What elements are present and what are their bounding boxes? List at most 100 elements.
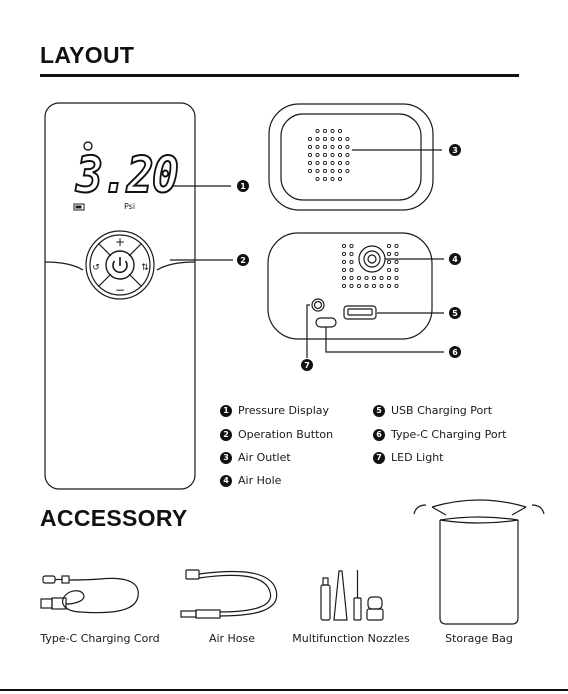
vent-dot — [338, 137, 341, 140]
caption-air-hose: Air Hose — [192, 632, 272, 645]
vent-dot — [342, 260, 345, 263]
vent-dot — [395, 276, 398, 279]
legend-label: Pressure Display — [238, 404, 329, 417]
vent-dot — [387, 260, 390, 263]
vent-dot — [308, 153, 311, 156]
vent-dot — [342, 244, 345, 247]
vent-dot — [346, 153, 349, 156]
vent-dot — [357, 276, 360, 279]
caption-nozzles: Multifunction Nozzles — [288, 632, 414, 645]
callout-badge-5: 5 — [449, 307, 461, 319]
vent-dot — [331, 137, 334, 140]
vent-dot — [387, 252, 390, 255]
vent-dot — [323, 161, 326, 164]
vent-dot — [331, 169, 334, 172]
legend-label: LED Light — [391, 451, 444, 464]
vent-dot — [323, 129, 326, 132]
caption-storage-bag: Storage Bag — [436, 632, 522, 645]
vent-dot — [357, 284, 360, 287]
up-arrow-icon: + — [115, 235, 125, 249]
vent-dot — [316, 145, 319, 148]
callout-number: 1 — [240, 182, 246, 191]
vent-dot — [346, 137, 349, 140]
vent-dot — [346, 169, 349, 172]
vent-dot — [350, 260, 353, 263]
vent-dot — [387, 284, 390, 287]
vent-dot — [387, 276, 390, 279]
vent-dot — [365, 276, 368, 279]
nozzles-icon — [321, 570, 383, 620]
vent-dot — [308, 137, 311, 140]
legend-item-6: 6 Type-C Charging Port — [373, 428, 506, 441]
vent-dot — [338, 177, 341, 180]
vent-dot — [331, 161, 334, 164]
vent-dot — [331, 145, 334, 148]
vent-dot — [342, 268, 345, 271]
callout-number: 5 — [452, 309, 458, 318]
vent-dot — [395, 284, 398, 287]
callout-badge-2: 2 — [237, 254, 249, 266]
legend-number: 2 — [220, 429, 232, 441]
vent-dot — [323, 145, 326, 148]
callout-badge-1: 1 — [237, 180, 249, 192]
air-hose-icon — [181, 570, 277, 618]
vent-dot — [308, 145, 311, 148]
callout-number: 2 — [240, 256, 246, 265]
legend-item-1: 1 Pressure Display — [220, 404, 329, 417]
vent-dot — [395, 244, 398, 247]
legend-number: 5 — [373, 405, 385, 417]
legend-number: 3 — [220, 452, 232, 464]
vent-dot — [395, 252, 398, 255]
vent-dot — [350, 268, 353, 271]
vent-dot — [316, 169, 319, 172]
usb-port — [344, 306, 376, 319]
vent-dot — [338, 169, 341, 172]
callout-number: 3 — [452, 146, 458, 155]
legend-label: Type-C Charging Port — [391, 428, 506, 441]
air-outlet-panel — [269, 104, 433, 210]
callout-badge-4: 4 — [449, 253, 461, 265]
legend-item-3: 3 Air Outlet — [220, 451, 291, 464]
air-hole-nozzle — [359, 246, 385, 272]
vent-dot — [323, 177, 326, 180]
legend-item-2: 2 Operation Button — [220, 428, 333, 441]
footer-rule — [0, 689, 568, 691]
legend-number: 6 — [373, 429, 385, 441]
vent-dot — [323, 137, 326, 140]
vent-dot — [350, 252, 353, 255]
legend-item-4: 4 Air Hole — [220, 474, 281, 487]
legend-label: Operation Button — [238, 428, 333, 441]
vent-dot — [316, 177, 319, 180]
vent-dot — [372, 284, 375, 287]
vent-dot — [331, 153, 334, 156]
callout-badge-6: 6 — [449, 346, 461, 358]
legend-number: 1 — [220, 405, 232, 417]
type-c-port — [316, 318, 336, 327]
vent-dot — [338, 153, 341, 156]
legend-item-5: 5 USB Charging Port — [373, 404, 492, 417]
vent-dot — [342, 276, 345, 279]
vent-dot — [338, 129, 341, 132]
vent-dot — [308, 161, 311, 164]
vent-dot — [350, 244, 353, 247]
vent-dot — [395, 268, 398, 271]
pressure-unit: Psi — [124, 202, 135, 211]
legend-number: 7 — [373, 452, 385, 464]
pressure-reading: 3.20 — [76, 152, 161, 198]
vent-dot — [316, 137, 319, 140]
legend-number: 4 — [220, 475, 232, 487]
vent-dot — [350, 276, 353, 279]
vent-dot — [350, 284, 353, 287]
callout-number: 4 — [452, 255, 458, 264]
vent-dot — [342, 252, 345, 255]
vent-dot — [346, 161, 349, 164]
vent-dot — [372, 276, 375, 279]
vent-dot — [323, 169, 326, 172]
vent-dot — [308, 169, 311, 172]
vent-dot — [316, 129, 319, 132]
vent-dot — [338, 161, 341, 164]
charging-cord-icon — [41, 576, 138, 613]
vent-dot — [331, 129, 334, 132]
